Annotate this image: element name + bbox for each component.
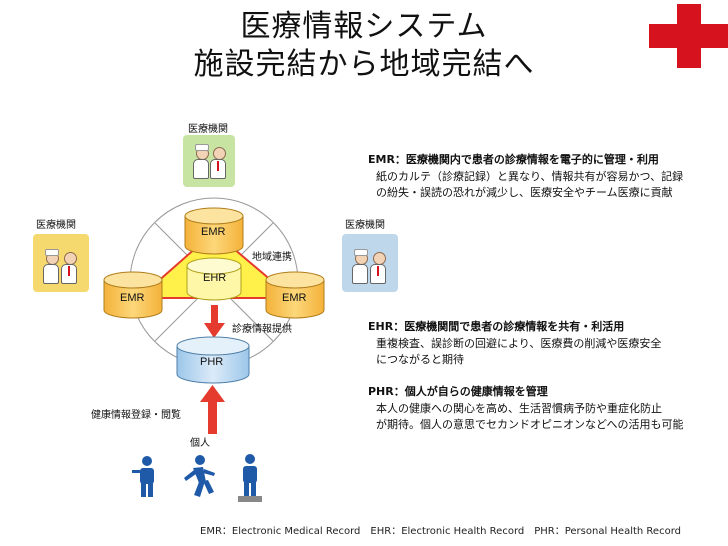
phr-note: PHR：個人が自らの健康情報を管理 本人の健康への関心を高め、生活習慣病予防や重… bbox=[368, 383, 683, 433]
doctor-nurse-icon bbox=[183, 135, 235, 187]
emr-database-top bbox=[184, 207, 244, 255]
arrow-person-to-phr bbox=[200, 385, 225, 402]
emr-note-line: の紛失・誤読の恐れが減少し、医療安全やチーム医療に貢献 bbox=[376, 186, 673, 199]
org-label-left: 医療機関 bbox=[36, 220, 76, 231]
emr-note-line: 紙のカルテ（診療記録）と異なり、情報共有が容易かつ、記録 bbox=[376, 170, 684, 183]
phr-note-line: 本人の健康への関心を高め、生活習慣病予防や重症化防止 bbox=[376, 402, 662, 415]
org-label-right: 医療機関 bbox=[345, 220, 385, 231]
ehr-note-line: 重複検査、誤診断の回避により、医療費の削減や医療安全 bbox=[376, 337, 662, 350]
doctor-nurse-icon bbox=[342, 234, 398, 292]
ehr-note: EHR：医療機関間で患者の診療情報を共有・利活用 重複検査、誤診断の回避により、… bbox=[368, 318, 661, 368]
person-scale-icon bbox=[238, 454, 262, 502]
phr-note-line: が期待。個人の意思でセカンドオピニオンなどへの活用も可能 bbox=[376, 418, 684, 431]
emr-note-heading: EMR：医療機関内で患者の診療情報を電子的に管理・利用 bbox=[368, 153, 659, 166]
info-provision-label: 診療情報提供 bbox=[232, 324, 292, 335]
phr-database bbox=[176, 336, 250, 384]
title-line-2: 施設完結から地域完結へ bbox=[193, 47, 535, 82]
emr-note: EMR：医療機関内で患者の診療情報を電子的に管理・利用 紙のカルテ（診療記録）と… bbox=[368, 151, 683, 201]
title-line-1: 医療情報システム bbox=[240, 9, 488, 44]
emr-database-right bbox=[265, 271, 325, 319]
register-view-label: 健康情報登録・閲覧 bbox=[91, 410, 181, 421]
org-label-top: 医療機関 bbox=[188, 124, 228, 135]
person-standing-icon bbox=[132, 456, 154, 497]
regional-link-label: 地域連携 bbox=[252, 252, 292, 263]
individual-label: 個人 bbox=[190, 438, 210, 449]
emr-left-label: EMR bbox=[120, 292, 145, 304]
emr-database-left bbox=[103, 271, 163, 319]
emr-top-label: EMR bbox=[201, 226, 226, 238]
ehr-database bbox=[186, 257, 242, 301]
phr-note-heading: PHR：個人が自らの健康情報を管理 bbox=[368, 385, 548, 398]
emr-right-label: EMR bbox=[282, 292, 307, 304]
arrow-ehr-to-phr bbox=[204, 323, 225, 338]
ehr-note-line: につながると期待 bbox=[376, 353, 464, 366]
doctor-nurse-icon bbox=[33, 234, 89, 292]
ehr-note-heading: EHR：医療機関間で患者の診療情報を共有・利活用 bbox=[368, 320, 625, 333]
ehr-label: EHR bbox=[203, 272, 227, 284]
page-title: 医療情報システム 施設完結から地域完結へ bbox=[0, 8, 728, 84]
abbreviation-footer: EMR：Electronic Medical Record EHR：Electr… bbox=[200, 526, 681, 537]
person-walking-icon bbox=[184, 455, 215, 497]
phr-label: PHR bbox=[200, 356, 224, 368]
